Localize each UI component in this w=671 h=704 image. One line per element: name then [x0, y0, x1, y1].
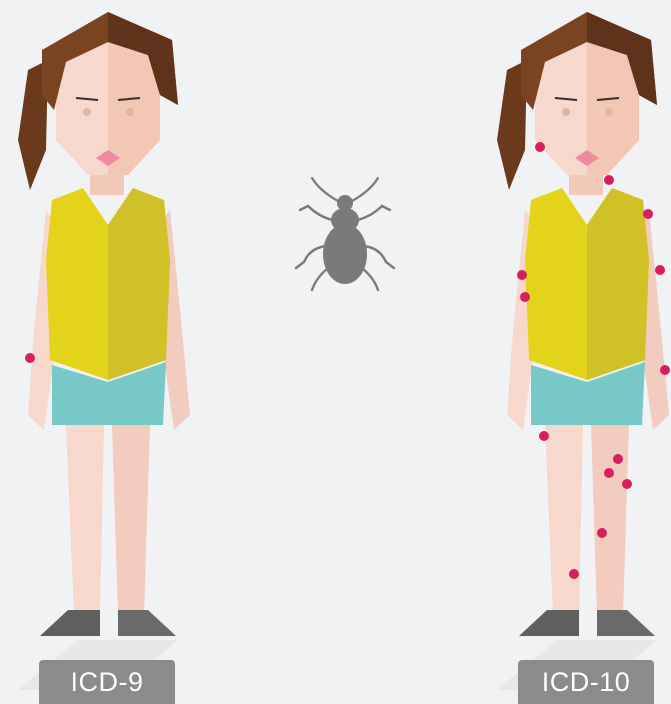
- marker-dot: [604, 175, 614, 185]
- marker-dot: [643, 209, 653, 219]
- beetle-icon: [290, 176, 400, 296]
- marker-dot: [613, 454, 623, 464]
- marker-dot: [539, 431, 549, 441]
- marker-dot: [535, 142, 545, 152]
- marker-dot: [520, 292, 530, 302]
- label-icd10: ICD-10: [518, 660, 654, 704]
- marker-dot: [660, 365, 670, 375]
- marker-dot: [25, 353, 35, 363]
- figure-right: [487, 0, 671, 704]
- label-icd9: ICD-9: [39, 660, 175, 704]
- woman-figure-icon: [8, 0, 208, 704]
- figure-left: [8, 0, 208, 704]
- marker-dot: [655, 265, 665, 275]
- marker-dot: [604, 468, 614, 478]
- marker-dot: [597, 528, 607, 538]
- woman-figure-icon: [487, 0, 671, 704]
- marker-dot: [517, 270, 527, 280]
- marker-dot: [569, 569, 579, 579]
- marker-dot: [622, 479, 632, 489]
